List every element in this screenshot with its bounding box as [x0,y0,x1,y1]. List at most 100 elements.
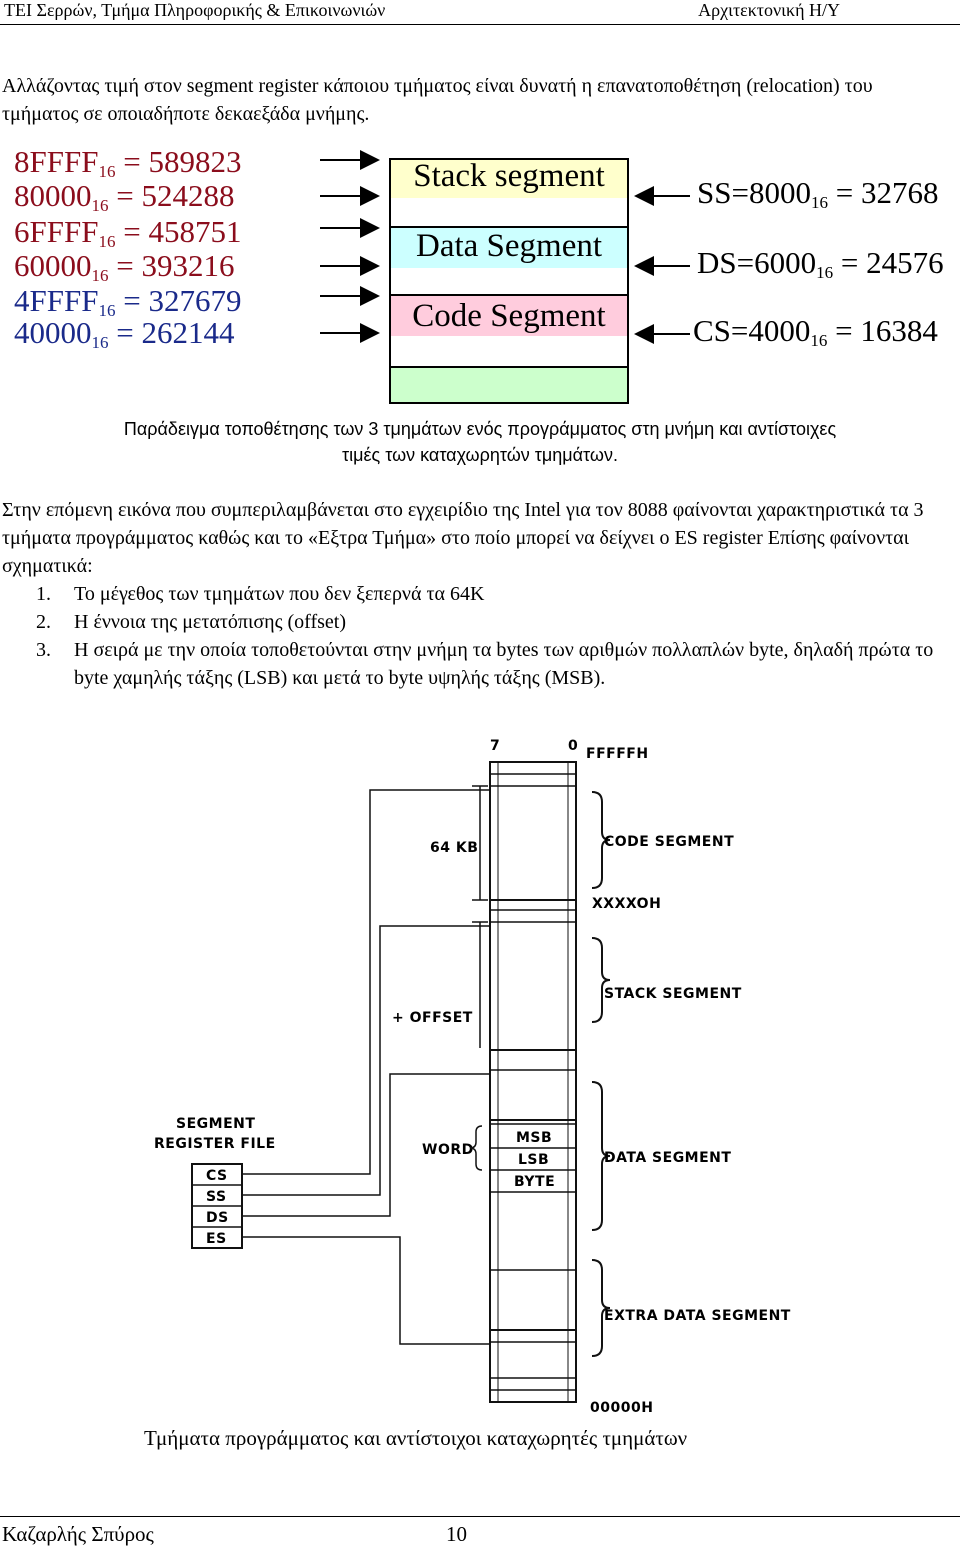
list-number: 3. [36,639,51,661]
size-label: 64 KB [430,840,478,856]
list-item: 1. Το μέγεθος των τμημάτων που δεν ξεπερ… [36,580,936,608]
address-sub: 16 [91,333,109,352]
register-name: DS=6000 [697,245,817,280]
offset-label: + OFFSET [392,1010,473,1026]
register-cs: CS=400016 = 16384 [693,313,938,350]
body-paragraph: Στην επόμενη εικόνα που συμπεριλαμβάνετα… [2,499,924,577]
address-row-1: 8000016 = 524288 [14,178,235,215]
address-row-3: 6000016 = 393216 [14,248,235,285]
srf-link [242,1073,490,1217]
srf-cs: CS [206,1168,228,1184]
list-item: 2. Η έννοια της μετατόπισης (offset) [36,608,936,636]
register-sub: 16 [810,331,828,350]
address-dec: = 458751 [123,214,242,249]
code-brace [591,791,611,889]
list-item: 3. Η σειρά με την οποία τοποθετούνται στ… [36,636,936,720]
word-brace [469,1125,483,1171]
caption-line: Παράδειγμα τοποθέτησης των 3 τμημάτων εν… [123,419,837,439]
register-name: CS=4000 [693,313,811,348]
code-segment-box: Code Segment [389,294,629,338]
srf-title-1: SEGMENT [176,1116,255,1132]
list-text: Η σειρά με την οποία τοποθετούνται στην … [74,639,934,689]
data-brace [591,1081,611,1231]
address-row-4: 4FFFF16 = 327679 [14,283,242,320]
figure-caption-1: Παράδειγμα τοποθέτησης των 3 τμημάτων εν… [0,416,960,468]
list-text: Η έννοια της μετατόπισης (offset) [74,611,347,633]
extra-brace [591,1259,611,1357]
register-arrows [634,186,690,344]
page-number: 10 [446,1522,467,1546]
extra-segment-label: EXTRA DATA SEGMENT [604,1308,791,1324]
address-arrows [320,150,380,343]
srf-ss: SS [206,1189,227,1205]
register-dec: = 32768 [827,175,939,210]
address-dec: = 589823 [123,144,242,179]
memory-column [489,761,577,1403]
page-header: ΤΕΙ Σερρών, Τμήμα Πληροφορικής & Επικοιν… [0,0,960,22]
footer-rule [0,1516,960,1517]
srf-link [242,925,490,1196]
register-dec: = 16384 [827,313,938,348]
address-dec: = 393216 [116,248,235,283]
list-number: 2. [36,611,51,633]
srf-es: ES [206,1231,227,1247]
footer-author: Καζαρλής Σπύρος [2,1522,154,1546]
address-sub: 16 [91,196,109,215]
address-row-5: 4000016 = 262144 [14,315,235,352]
msb-label: MSB [516,1130,552,1146]
data-segment-box: Data Segment [389,226,629,270]
intel-memory-diagram: 7 0 FFFFFH 64 KB CODE SEGMENT XXXXOH STA… [154,738,791,1416]
address-row-0: 8FFFF16 = 589823 [14,144,242,181]
address-hex: 4FFFF [14,283,99,318]
register-sub: 16 [810,193,828,212]
data-segment-label: DATA SEGMENT [604,1150,731,1166]
segment-label: Code Segment [412,298,606,334]
address-dec: = 262144 [116,315,235,350]
address-hex: 80000 [14,178,92,213]
header-rule [0,24,960,25]
srf-ds: DS [206,1210,229,1226]
header-right: Αρχιτεκτονική Η/Υ [698,0,840,20]
segment-gap [389,198,629,226]
free-memory-box [389,368,629,404]
address-dec: = 327679 [123,283,242,318]
x-address: XXXXOH [592,896,661,912]
srf-link [242,1236,490,1345]
stack-brace [591,937,611,1023]
byte-label: BYTE [514,1174,555,1190]
register-name: SS=8000 [697,175,811,210]
register-ds: DS=600016 = 24576 [697,245,944,282]
code-segment-label: CODE SEGMENT [604,834,734,850]
address-row-2: 6FFFF16 = 458751 [14,214,242,251]
caption-line: τιμές των καταχωρητών τμημάτων. [342,445,618,465]
stack-segment-box: Stack segment [389,158,629,200]
word-label: WORD [422,1142,474,1158]
register-sub: 16 [816,263,834,282]
register-dec: = 24576 [833,245,944,280]
segment-gap [389,268,629,294]
figure-caption-2: Τμήματα προγράμματος και αντίστοιχοι κατ… [144,1426,688,1450]
bit0-label: 0 [568,738,578,754]
intro-paragraph: Αλλάζοντας τιμή στον segment register κά… [2,75,873,125]
srf-title-2: REGISTER FILE [154,1136,276,1152]
lsb-label: LSB [518,1152,549,1168]
segment-label: Data Segment [415,228,603,264]
list-text: Το μέγεθος των τμημάτων που δεν ξεπερνά … [74,583,485,605]
address-hex: 8FFFF [14,144,99,179]
address-sub: 16 [98,301,116,320]
address-hex: 6FFFF [14,214,99,249]
address-sub: 16 [91,266,109,285]
address-sub: 16 [98,162,116,181]
register-ss: SS=800016 = 32768 [697,175,939,212]
address-hex: 60000 [14,248,92,283]
header-left: ΤΕΙ Σερρών, Τμήμα Πληροφορικής & Επικοιν… [4,0,386,20]
list-number: 1. [36,583,51,605]
address-dec: = 524288 [116,178,235,213]
address-hex: 40000 [14,315,92,350]
segment-gap [389,336,629,368]
srf-link [242,789,490,1175]
stack-segment-label: STACK SEGMENT [604,986,742,1002]
bit7-label: 7 [490,738,500,754]
address-sub: 16 [98,232,116,251]
segment-label: Stack segment [413,158,605,194]
